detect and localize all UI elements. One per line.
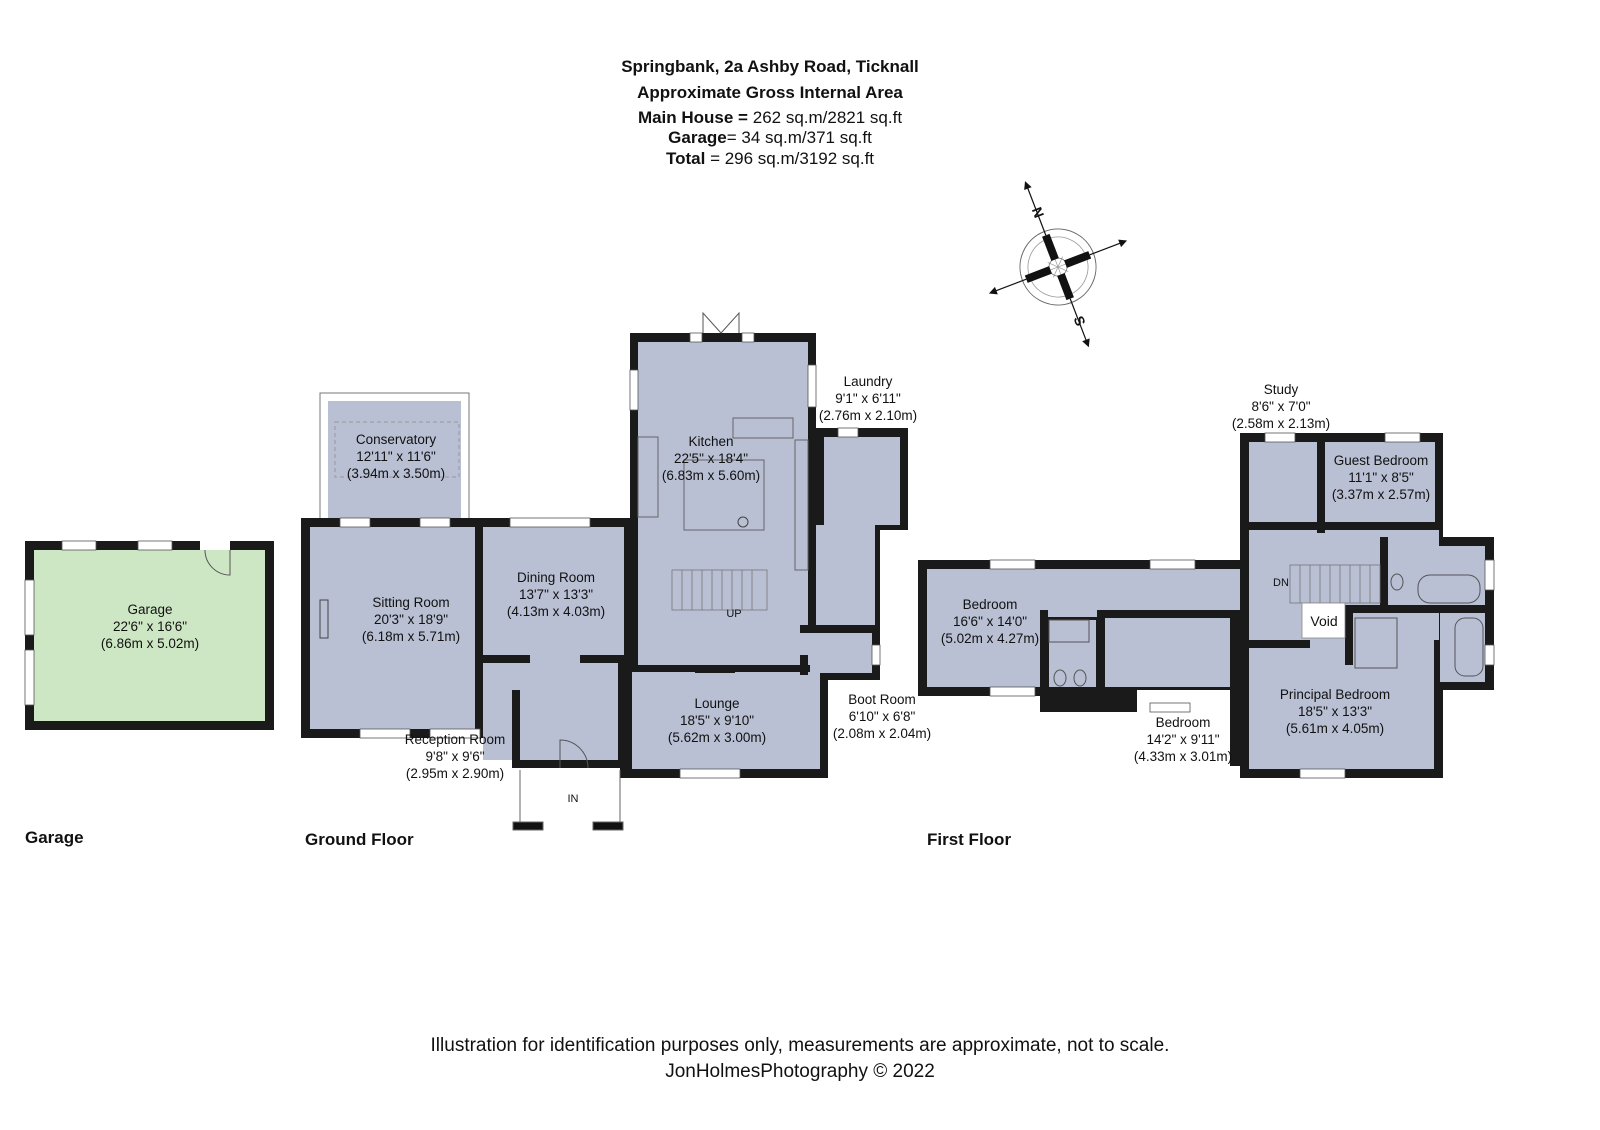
room-sitting-metric: (6.18m x 5.71m) xyxy=(362,629,460,644)
room-bed2-imperial: 14'2" x 9'11" xyxy=(1146,732,1219,747)
room-study-metric: (2.58m x 2.13m) xyxy=(1232,416,1330,431)
room-sitting: Sitting Room 20'3" x 18'9" (6.18m x 5.71… xyxy=(362,595,460,644)
room-boot: Boot Room 6'10" x 6'8" (2.08m x 2.04m) xyxy=(833,692,931,741)
room-lounge-metric: (5.62m x 3.00m) xyxy=(668,730,766,745)
room-bed1-imperial: 16'6" x 14'0" xyxy=(953,614,1027,629)
room-boot-metric: (2.08m x 2.04m) xyxy=(833,726,931,741)
room-reception-name: Reception Room xyxy=(405,732,506,747)
room-dining-metric: (4.13m x 4.03m) xyxy=(507,604,605,619)
entrance-marker: IN xyxy=(568,793,579,805)
copyright-credit: JonHolmesPhotography © 2022 xyxy=(665,1061,935,1082)
garage-building xyxy=(24,540,274,730)
room-kitchen-name: Kitchen xyxy=(688,434,733,449)
garage-area: Garage= 34 sq.m/371 sq.ft xyxy=(668,128,872,147)
room-guest-name: Guest Bedroom xyxy=(1334,453,1429,468)
room-bed1-name: Bedroom xyxy=(963,597,1018,612)
room-laundry-imperial: 9'1" x 6'11" xyxy=(835,391,901,406)
room-bed1-metric: (5.02m x 4.27m) xyxy=(941,631,1039,646)
room-dining-imperial: 13'7" x 13'3" xyxy=(519,587,593,602)
compass-south: S xyxy=(1071,314,1089,328)
room-bedroom-2: Bedroom 14'2" x 9'11" (4.33m x 3.01m) xyxy=(1134,715,1232,764)
room-principal: Principal Bedroom 18'5" x 13'3" (5.61m x… xyxy=(1280,687,1390,736)
room-garage-metric: (6.86m x 5.02m) xyxy=(101,636,199,651)
compass-icon: N S xyxy=(988,181,1128,348)
room-laundry-metric: (2.76m x 2.10m) xyxy=(819,408,917,423)
room-lounge-name: Lounge xyxy=(694,696,739,711)
area-heading: Approximate Gross Internal Area xyxy=(637,83,903,102)
room-reception-imperial: 9'8" x 9'6" xyxy=(425,749,484,764)
void-label: Void xyxy=(1310,613,1337,629)
property-title: Springbank, 2a Ashby Road, Ticknall xyxy=(621,57,919,76)
ground-floor-plan xyxy=(301,311,908,831)
room-garage-name: Garage xyxy=(127,602,172,617)
room-boot-name: Boot Room xyxy=(848,692,916,707)
room-guest-imperial: 11'1" x 8'5" xyxy=(1348,470,1414,485)
floor-label-garage: Garage xyxy=(25,828,84,847)
room-reception: Reception Room 9'8" x 9'6" (2.95m x 2.90… xyxy=(405,732,506,781)
first-floor-plan xyxy=(918,432,1495,779)
main-house-area: Main House = 262 sq.m/2821 sq.ft xyxy=(637,108,903,127)
stairs-up-marker: UP xyxy=(726,608,741,620)
room-principal-name: Principal Bedroom xyxy=(1280,687,1390,702)
room-study-imperial: 8'6" x 7'0" xyxy=(1251,399,1310,414)
room-lounge: Lounge 18'5" x 9'10" (5.62m x 3.00m) xyxy=(668,696,766,745)
room-garage-imperial: 22'6" x 16'6" xyxy=(113,619,187,634)
room-garage: Garage 22'6" x 16'6" (6.86m x 5.02m) xyxy=(101,602,199,651)
compass-north: N xyxy=(1029,205,1048,220)
room-study: Study 8'6" x 7'0" (2.58m x 2.13m) xyxy=(1232,382,1330,431)
room-conservatory: Conservatory 12'11" x 11'6" (3.94m x 3.5… xyxy=(347,432,445,481)
room-conservatory-imperial: 12'11" x 11'6" xyxy=(356,449,436,464)
room-sitting-name: Sitting Room xyxy=(372,595,449,610)
room-dining: Dining Room 13'7" x 13'3" (4.13m x 4.03m… xyxy=(507,570,605,619)
floor-label-ground: Ground Floor xyxy=(305,830,414,849)
room-kitchen-imperial: 22'5" x 18'4" xyxy=(674,451,748,466)
room-guest: Guest Bedroom 11'1" x 8'5" (3.37m x 2.57… xyxy=(1332,453,1430,502)
room-principal-metric: (5.61m x 4.05m) xyxy=(1286,721,1384,736)
room-conservatory-name: Conservatory xyxy=(356,432,437,447)
disclaimer: Illustration for identification purposes… xyxy=(430,1035,1170,1056)
room-kitchen-metric: (6.83m x 5.60m) xyxy=(662,468,760,483)
room-conservatory-metric: (3.94m x 3.50m) xyxy=(347,466,445,481)
room-kitchen: Kitchen 22'5" x 18'4" (6.83m x 5.60m) xyxy=(662,434,760,483)
room-bedroom-1: Bedroom 16'6" x 14'0" (5.02m x 4.27m) xyxy=(941,597,1039,646)
room-principal-imperial: 18'5" x 13'3" xyxy=(1298,704,1372,719)
room-lounge-imperial: 18'5" x 9'10" xyxy=(680,713,754,728)
room-sitting-imperial: 20'3" x 18'9" xyxy=(374,612,448,627)
room-guest-metric: (3.37m x 2.57m) xyxy=(1332,487,1430,502)
room-laundry: Laundry 9'1" x 6'11" (2.76m x 2.10m) xyxy=(819,374,917,423)
room-study-name: Study xyxy=(1264,382,1299,397)
floor-label-first: First Floor xyxy=(927,830,1012,849)
room-laundry-name: Laundry xyxy=(844,374,893,389)
room-bed2-name: Bedroom xyxy=(1156,715,1211,730)
room-reception-metric: (2.95m x 2.90m) xyxy=(406,766,504,781)
total-area: Total = 296 sq.m/3192 sq.ft xyxy=(665,149,875,168)
room-bed2-metric: (4.33m x 3.01m) xyxy=(1134,749,1232,764)
room-boot-imperial: 6'10" x 6'8" xyxy=(849,709,916,724)
stairs-down-marker: DN xyxy=(1273,577,1289,589)
room-dining-name: Dining Room xyxy=(517,570,595,585)
